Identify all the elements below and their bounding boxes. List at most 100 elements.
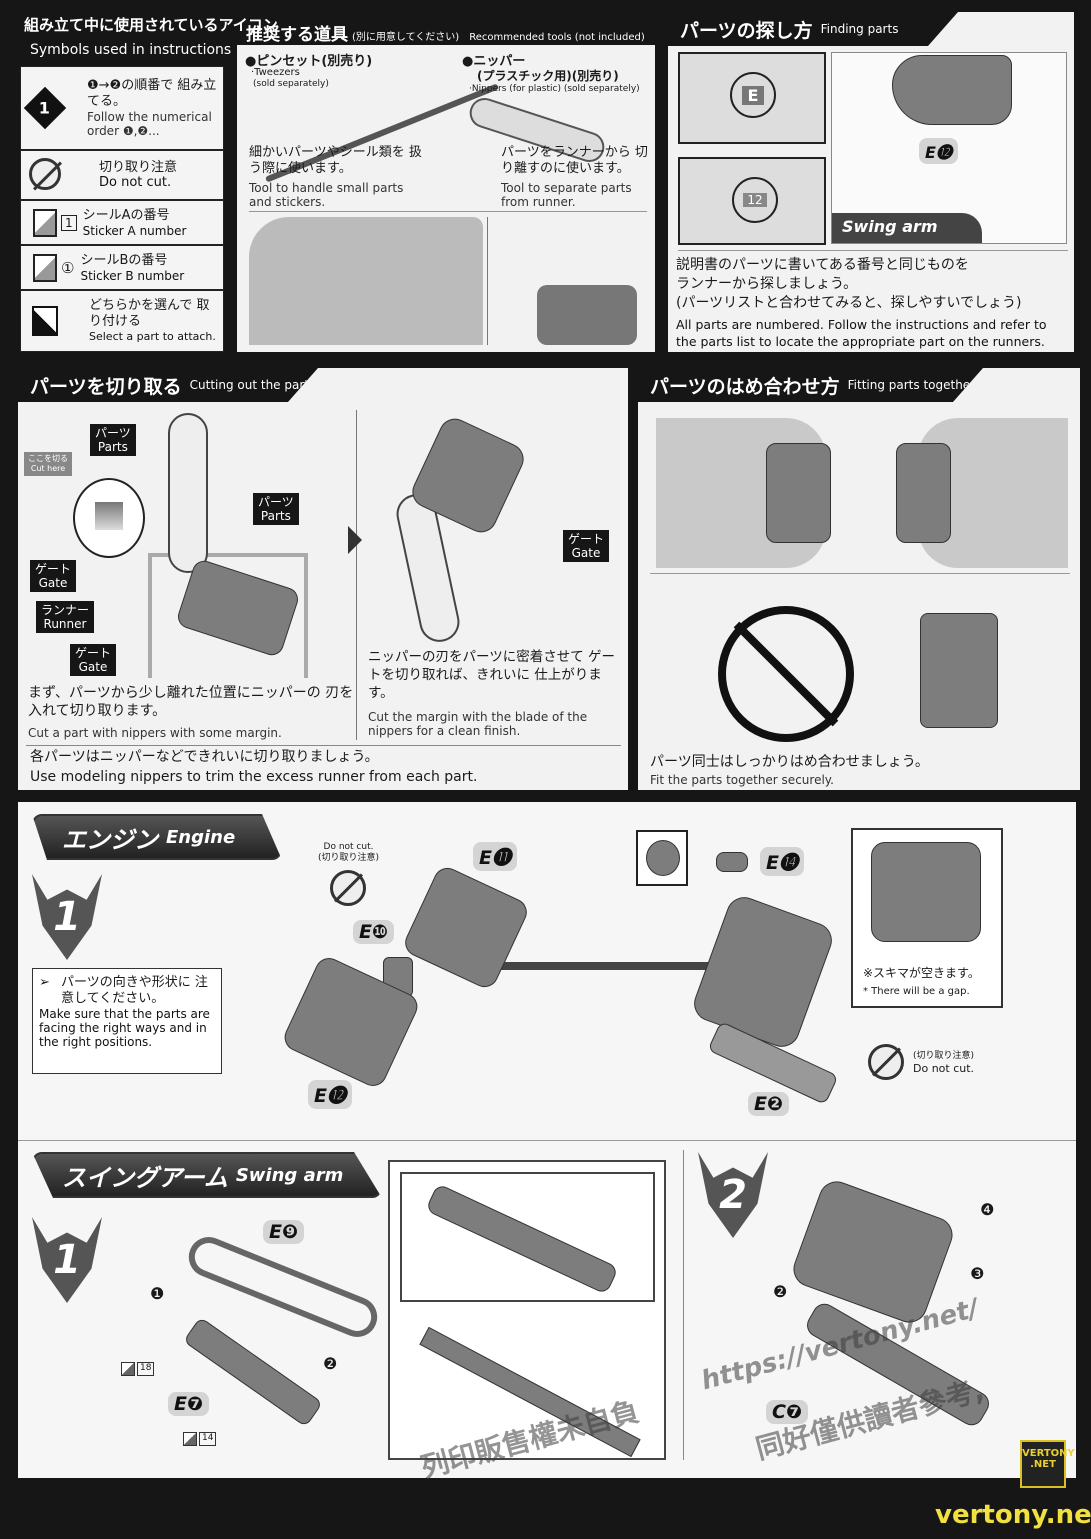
note-jp: ➢パーツの向きや形状に 注意してください。 — [39, 975, 208, 1006]
finding-desc-line: ランナーから探しましょう。 — [676, 276, 858, 292]
magnifier-circle — [73, 478, 145, 558]
engine-cap-e14 — [716, 852, 748, 872]
sticker-a-icon — [33, 208, 57, 237]
part-label-e11: E⓫ — [473, 842, 517, 871]
swing-detail-top — [400, 1172, 655, 1302]
order-1: ❶ — [150, 1284, 165, 1303]
donotcut-label-2: (切り取り注意)Do not cut. — [913, 1051, 975, 1075]
tweezers-name: ●ピンセット(別売り) — [245, 54, 373, 69]
symbols-title-en: Symbols used in instructions — [30, 42, 232, 58]
vertony-logo: VERTONY .NET — [1020, 1440, 1075, 1488]
order-3: ❸ — [970, 1264, 985, 1283]
runner-letter-tag: E — [741, 85, 765, 105]
vertical-divider — [683, 1150, 684, 1460]
arrow-icon: ➢ — [39, 975, 50, 990]
order-diamond-icon: 1 — [23, 86, 67, 130]
runner-frame — [148, 553, 308, 678]
order-2b: ❷ — [773, 1282, 788, 1301]
sticker-a-number: 1 — [61, 214, 77, 231]
tools-panel: ●ピンセット(別売り) ·Tweezers (sold separately) … — [237, 45, 655, 352]
finding-desc-en: All parts are numbered. Follow the instr… — [676, 317, 1047, 349]
step-2-badge: 2 — [698, 1152, 768, 1238]
do-not-cut-icon — [330, 870, 366, 906]
sticker-18: 18 — [121, 1362, 155, 1376]
order-4: ❹ — [980, 1200, 995, 1219]
gap-en: * There will be a gap. — [863, 986, 970, 997]
vertony-site: vertony.net — [935, 1500, 1091, 1530]
detail-box-top-view — [636, 830, 688, 886]
part-label-e12: E⓬ — [919, 138, 958, 164]
prohibited-icon — [718, 606, 854, 742]
fitting-desc-en: Fit the parts together securely. — [650, 773, 834, 787]
swing-arm-banner-preview: Swing arm — [832, 213, 982, 243]
tweezers-en: ·Tweezers — [251, 67, 300, 78]
part-half-right — [896, 443, 951, 543]
symbols-table: 1 ❶→❷の順番で 組み立てる。Follow the numerical ord… — [20, 66, 224, 352]
tools-title: 推奨する道具 (別に用意してください) Recommended tools (n… — [246, 20, 645, 45]
divider — [26, 745, 621, 746]
gap-detail-box: ※スキマが空きます。 * There will be a gap. — [851, 828, 1003, 1008]
select-part-icon — [32, 306, 58, 336]
assembled-engine — [689, 892, 837, 1052]
fitted-part-correct — [920, 613, 998, 728]
finding-desc-jp: 説明書のパーツに書いてある番号と同じものを ランナーから探しましょう。 (パーツ… — [676, 256, 1071, 313]
tools-title-en: Recommended tools (not included) — [469, 32, 645, 43]
donotcut-label: Do not cut.(切り取り注意) — [318, 842, 380, 863]
vertical-divider — [356, 410, 357, 740]
symbol-jp: 切り取り注意 — [99, 160, 178, 175]
symbol-row-order: 1 ❶→❷の順番で 組み立てる。Follow the numerical ord… — [21, 67, 223, 151]
runner-letter-box: E — [678, 52, 826, 144]
tools-title-paren: (別に用意してください) — [352, 32, 460, 43]
order-digit: 1 — [39, 98, 51, 118]
step-1-badge: 1 — [32, 874, 102, 960]
nippers-desc-en: Tool to separate parts from runner. — [501, 181, 632, 209]
orientation-note: ➢パーツの向きや形状に 注意してください。 Make sure that the… — [32, 968, 222, 1074]
sticker-b-number: ① — [61, 258, 75, 277]
part-label-e7: E❼ — [168, 1392, 210, 1416]
do-not-cut-icon — [29, 158, 61, 190]
gap-jp: ※スキマが空きます。 — [863, 966, 980, 980]
symbol-en: Do not cut. — [99, 175, 172, 190]
symbol-jp: シールAの番号 — [82, 207, 170, 223]
part-label-e2: E❷ — [748, 1092, 790, 1116]
tweezers-desc-en: Tool to handle small parts and stickers. — [249, 181, 404, 209]
fitting-title-en: Fitting parts together — [847, 378, 976, 392]
symbol-en: Sticker B number — [80, 268, 185, 283]
fitting-desc-jp: パーツ同士はしっかりはめ合わせましょう。 — [650, 754, 929, 770]
part-label-e9: E❾ — [263, 1220, 305, 1244]
symbol-jp: シールBの番号 — [80, 252, 168, 268]
nippers-en: ·Nippers (for plastic) (sold separately) — [469, 84, 640, 94]
part-label-e12: E⓬ — [308, 1080, 352, 1109]
finding-title-jp: パーツの探し方 — [680, 19, 813, 42]
runner-number-box: 12 — [678, 157, 826, 245]
next-arrow-icon — [348, 526, 362, 554]
finding-desc-line: 説明書のパーツに書いてある番号と同じものを — [676, 257, 969, 273]
runner-number-tag: 12 — [743, 193, 767, 207]
sticker-icon — [121, 1362, 135, 1376]
cutting-title-en: Cutting out the parts — [189, 378, 316, 392]
tools-title-jp: 推奨する道具 — [246, 25, 348, 45]
nippers-name: ●ニッパー — [462, 54, 526, 69]
nippers-desc-jp: パーツをランナーから 切り離すのに使います。 — [501, 145, 648, 176]
symbol-en: Select a part to attach. — [89, 330, 216, 343]
sticker-b-icon — [33, 253, 57, 282]
symbol-en: Sticker A number — [82, 223, 187, 238]
finding-desc-line: (パーツリストと合わせてみると、探しやすいでしょう) — [676, 295, 1022, 311]
nippers-illustration — [168, 413, 208, 573]
divider — [487, 217, 488, 345]
cutting-right-jp: ニッパーの刃をパーツに密着させて ゲートを切り取れば、きれいに 仕上がります。 — [368, 649, 616, 701]
cutting-left-jp: まず、パーツから少し離れた位置にニッパーの 刃を入れて切り取ります。 — [28, 685, 354, 719]
